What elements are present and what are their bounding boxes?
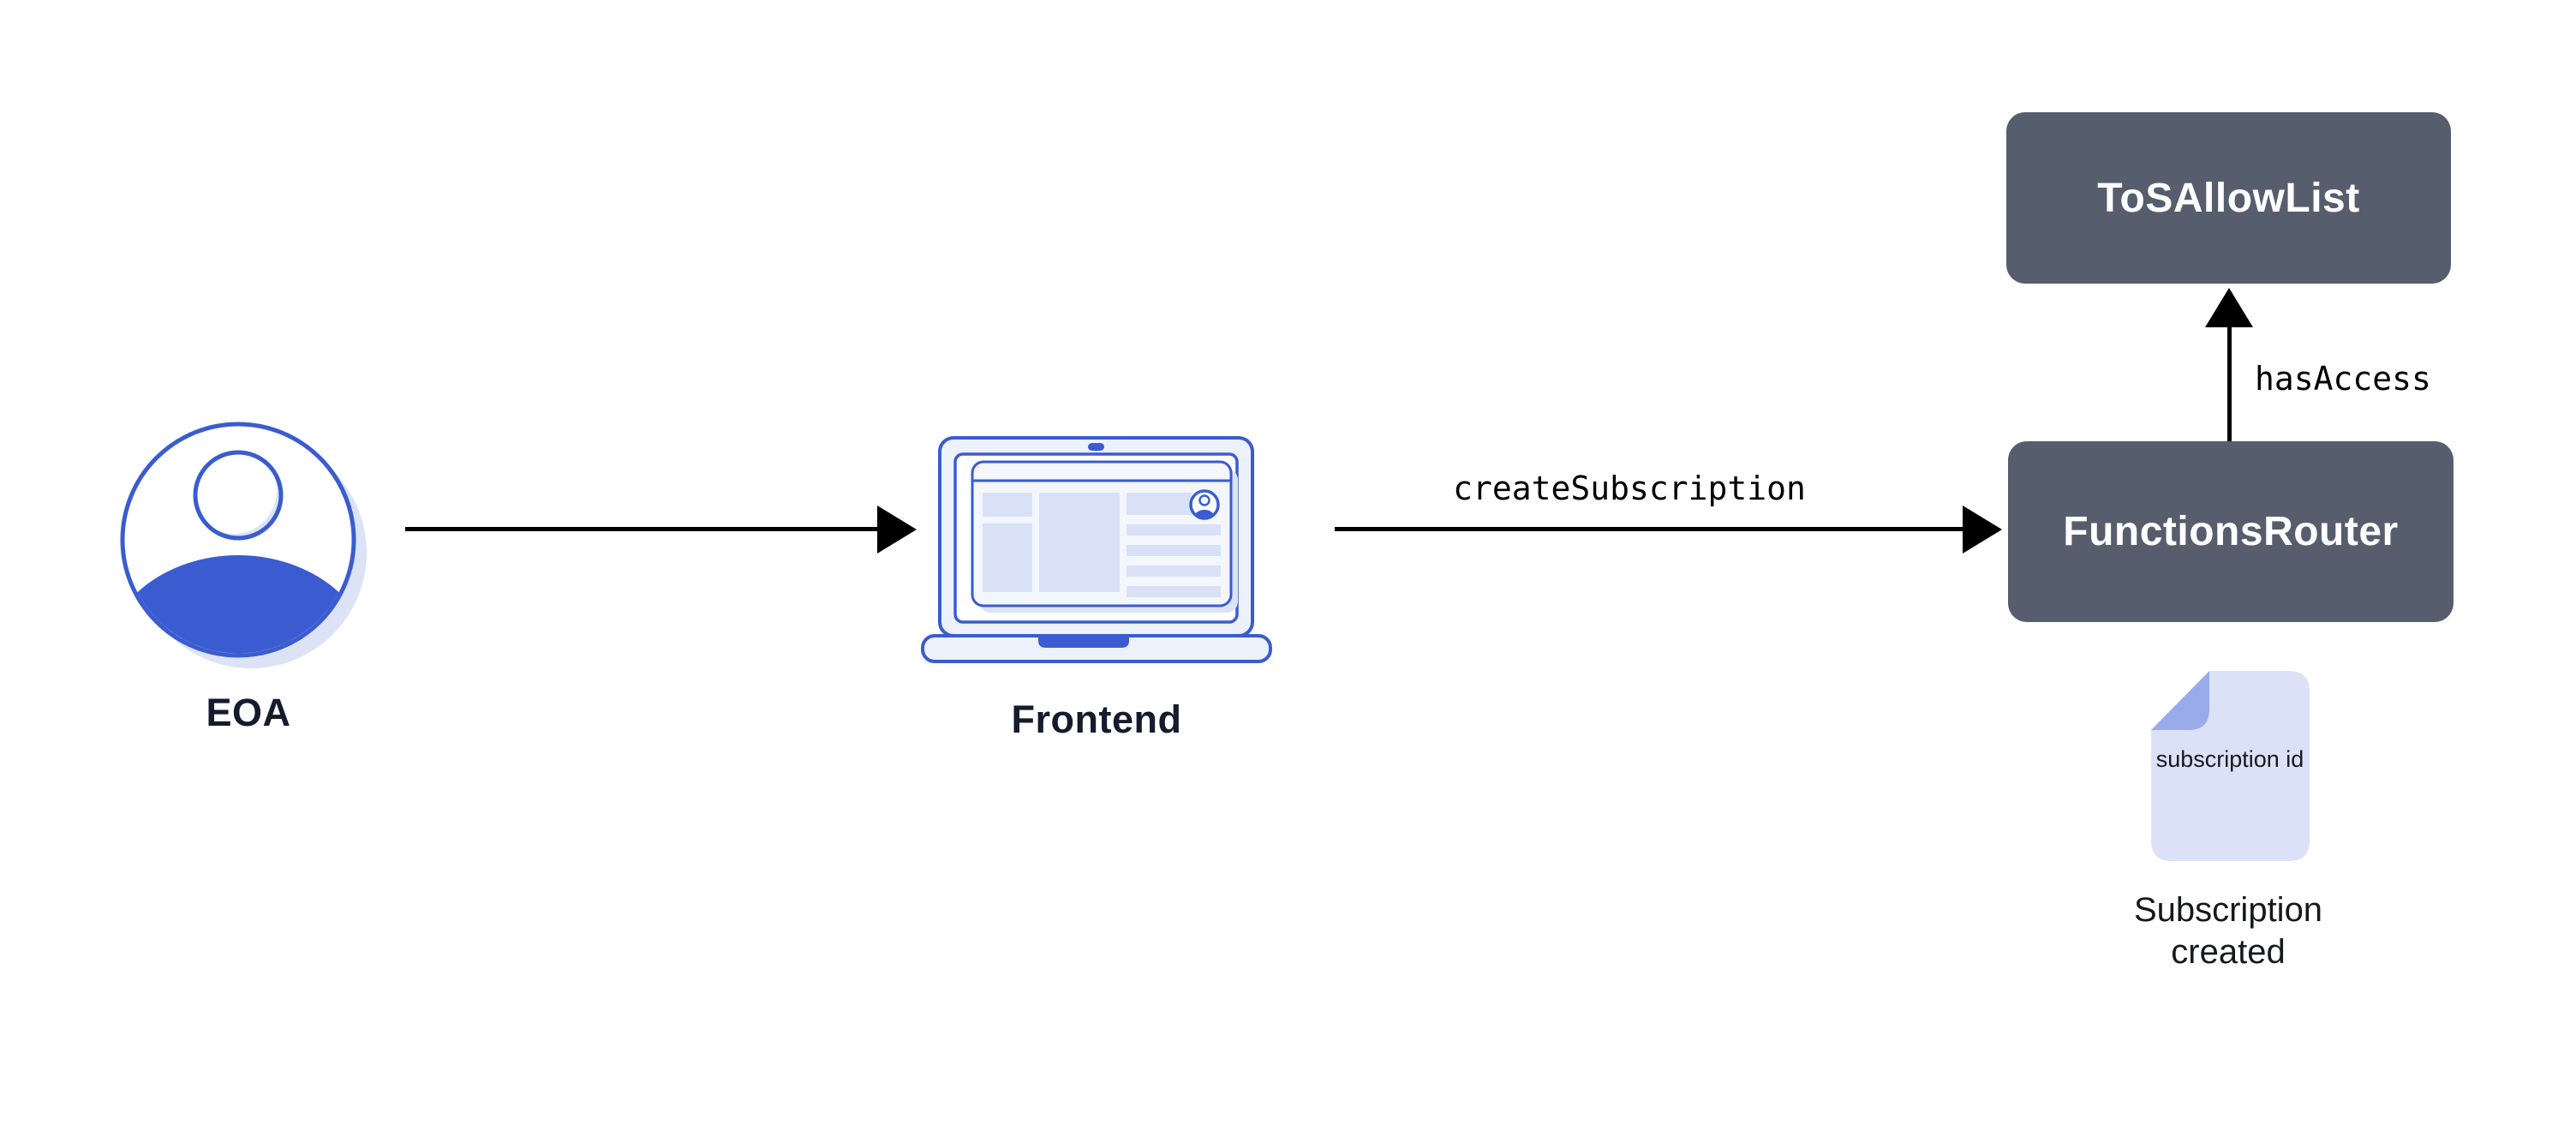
arrow-frontend-to-router-line <box>1335 527 1963 531</box>
document-text: subscription id <box>2155 746 2304 772</box>
document-caption: Subscription created <box>2133 891 2323 971</box>
arrow-router-to-toslist-line <box>2227 324 2232 441</box>
laptop-icon <box>921 436 1272 663</box>
edge-hasaccess-label: hasAccess <box>2255 360 2431 398</box>
arrow-eoa-to-frontend-line <box>405 527 878 531</box>
node-tos-allow-list: ToSAllowList <box>2006 112 2451 284</box>
node-tos-allow-list-label: ToSAllowList <box>2097 175 2360 221</box>
arrow-eoa-to-frontend-head <box>877 506 917 554</box>
arrow-router-to-toslist-head <box>2205 288 2253 327</box>
edge-createsubscription-label: createSubscription <box>1453 470 1806 507</box>
user-avatar-icon <box>120 422 367 668</box>
node-functions-router: FunctionsRouter <box>2008 441 2453 622</box>
arrow-frontend-to-router-head <box>1963 506 2002 554</box>
document-icon <box>2151 671 2310 861</box>
node-functions-router-label: FunctionsRouter <box>2063 509 2399 554</box>
node-eoa-label: EOA <box>206 691 291 734</box>
node-frontend-label: Frontend <box>1011 697 1182 741</box>
